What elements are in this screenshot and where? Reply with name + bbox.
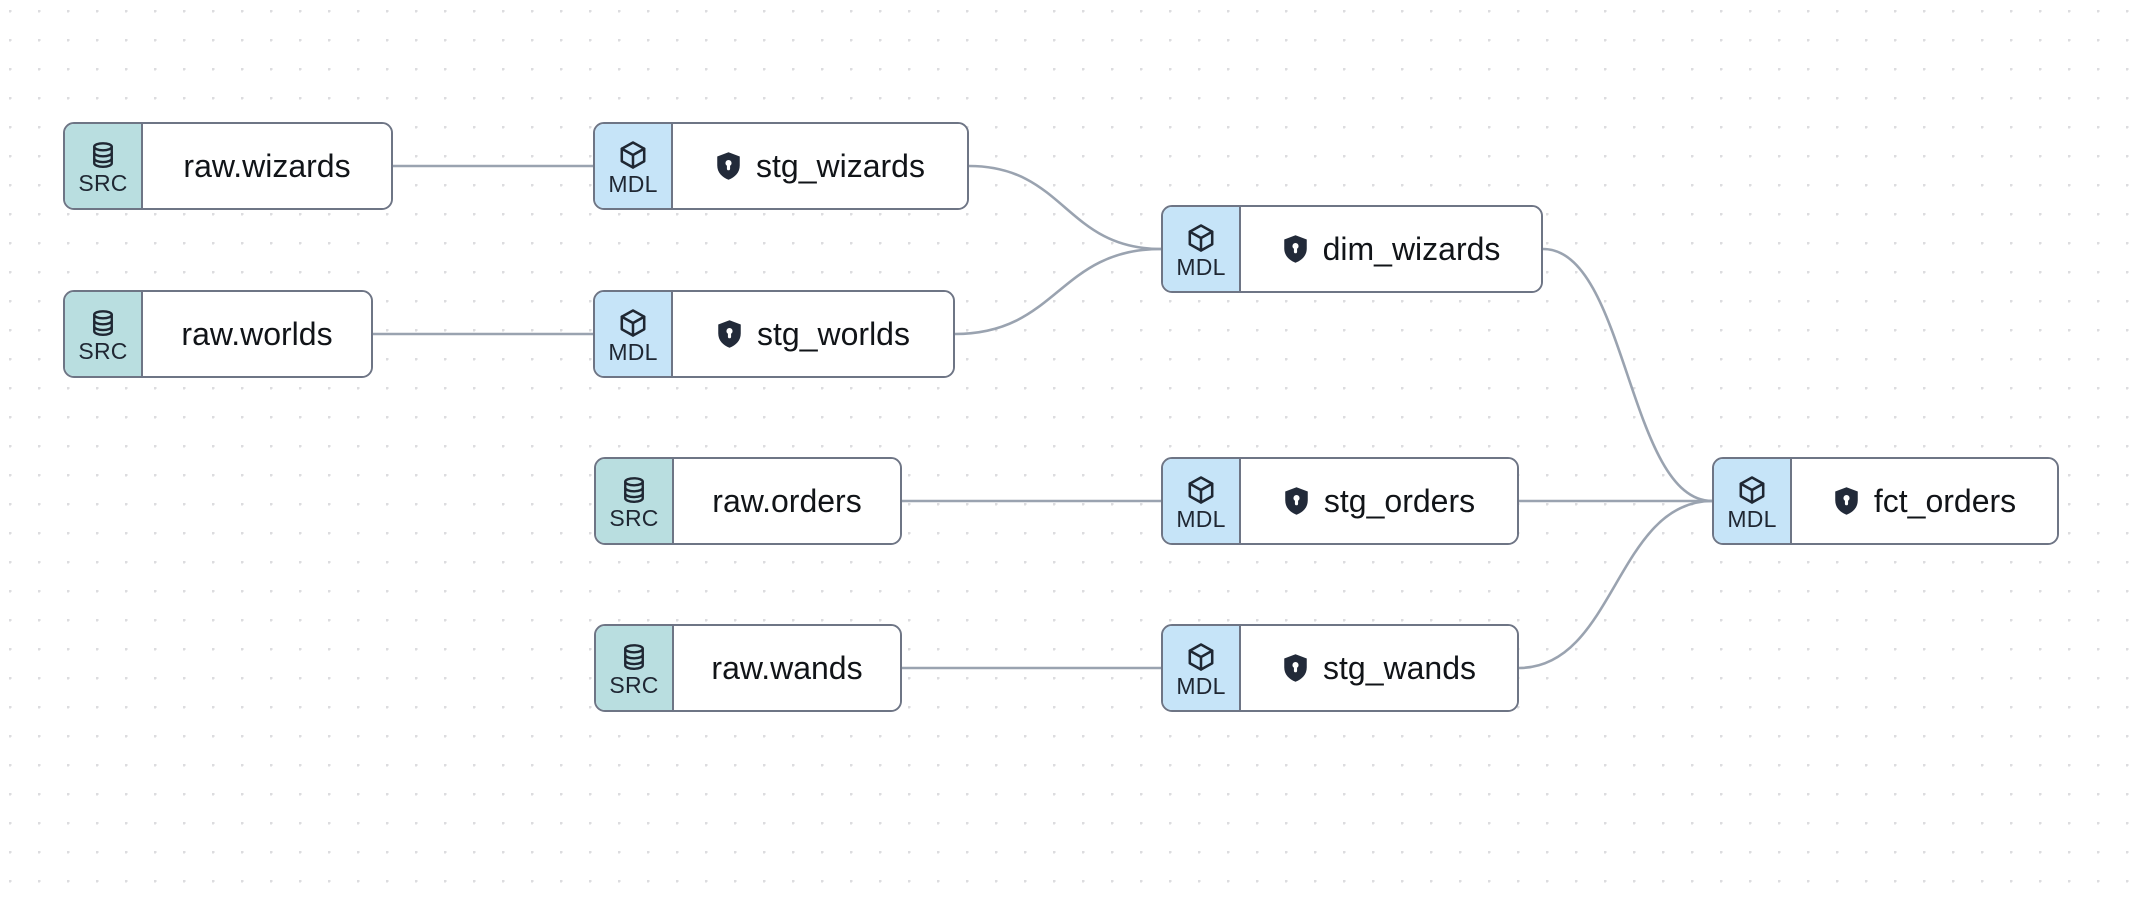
node-stg-wands[interactable]: MDL stg_wands [1161, 624, 1519, 712]
node-badge-label: MDL [1176, 254, 1226, 280]
node-badge-src: SRC [596, 626, 674, 710]
node-stg-wizards[interactable]: MDL stg_wizards [593, 122, 969, 210]
node-label: raw.wizards [183, 148, 351, 184]
node-label: stg_worlds [757, 316, 910, 352]
node-dim-wizards[interactable]: MDL dim_wizards [1161, 205, 1543, 293]
cube-icon [617, 139, 649, 171]
node-body: dim_wizards [1241, 207, 1541, 291]
node-fct-orders[interactable]: MDL fct_orders [1712, 457, 2059, 545]
node-label: raw.worlds [181, 316, 333, 352]
node-body: stg_orders [1241, 459, 1517, 543]
node-body: raw.orders [674, 459, 900, 543]
node-badge-mdl: MDL [1163, 626, 1241, 710]
node-raw-wands[interactable]: SRC raw.wands [594, 624, 902, 712]
node-label: dim_wizards [1322, 231, 1501, 267]
node-badge-mdl: MDL [595, 292, 673, 376]
node-badge-src: SRC [65, 292, 143, 376]
node-raw-orders[interactable]: SRC raw.orders [594, 457, 902, 545]
shield-lock-icon [715, 151, 742, 181]
database-icon [88, 140, 118, 170]
node-badge-label: MDL [608, 339, 658, 365]
node-body: stg_wands [1241, 626, 1517, 710]
cube-icon [1185, 641, 1217, 673]
database-icon [619, 475, 649, 505]
shield-lock-icon [1282, 653, 1309, 683]
edge-stg-wands-to-fct-orders [1517, 499, 1714, 670]
node-label: stg_orders [1323, 483, 1476, 519]
cube-icon [1736, 474, 1768, 506]
node-badge-label: MDL [1176, 673, 1226, 699]
node-body: stg_worlds [673, 292, 953, 376]
edge-dim-wizards-to-fct-orders [1541, 247, 1714, 503]
node-badge-src: SRC [65, 124, 143, 208]
node-badge-label: SRC [609, 505, 659, 531]
shield-lock-icon [716, 319, 743, 349]
node-label: stg_wizards [756, 148, 925, 184]
cube-icon [1185, 474, 1217, 506]
node-label: fct_orders [1873, 483, 2017, 519]
node-body: raw.wizards [143, 124, 391, 208]
node-badge-label: MDL [608, 171, 658, 197]
node-body: raw.wands [674, 626, 900, 710]
node-body: raw.worlds [143, 292, 371, 376]
node-badge-mdl: MDL [1714, 459, 1792, 543]
node-badge-label: MDL [1727, 506, 1777, 532]
node-badge-label: SRC [609, 672, 659, 698]
cube-icon [1185, 222, 1217, 254]
node-stg-worlds[interactable]: MDL stg_worlds [593, 290, 955, 378]
node-body: fct_orders [1792, 459, 2057, 543]
database-icon [619, 642, 649, 672]
node-raw-wizards[interactable]: SRC raw.wizards [63, 122, 393, 210]
node-badge-mdl: MDL [1163, 207, 1241, 291]
node-badge-label: MDL [1176, 506, 1226, 532]
node-badge-label: SRC [78, 170, 128, 196]
node-body: stg_wizards [673, 124, 967, 208]
node-badge-mdl: MDL [595, 124, 673, 208]
cube-icon [617, 307, 649, 339]
node-badge-src: SRC [596, 459, 674, 543]
node-raw-worlds[interactable]: SRC raw.worlds [63, 290, 373, 378]
node-badge-mdl: MDL [1163, 459, 1241, 543]
node-label: stg_wands [1323, 650, 1476, 686]
shield-lock-icon [1283, 486, 1310, 516]
edge-stg-wizards-to-dim-wizards [967, 164, 1163, 251]
edge-stg-worlds-to-dim-wizards [953, 247, 1163, 336]
shield-lock-icon [1282, 234, 1309, 264]
node-label: raw.wands [711, 650, 863, 686]
shield-lock-icon [1833, 486, 1860, 516]
node-stg-orders[interactable]: MDL stg_orders [1161, 457, 1519, 545]
database-icon [88, 308, 118, 338]
node-label: raw.orders [712, 483, 862, 519]
node-badge-label: SRC [78, 338, 128, 364]
